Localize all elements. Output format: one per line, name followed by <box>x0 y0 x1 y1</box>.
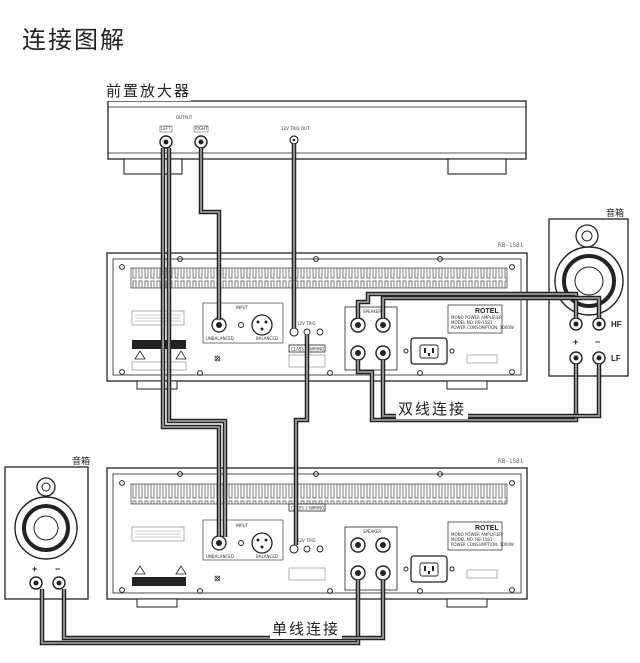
amp-bottom-info-plate <box>447 521 503 551</box>
amp-bottom-trigger-in <box>289 544 299 554</box>
speaker-right-minus-label: − <box>595 337 600 347</box>
amp-bottom-info-line: MODEL NO. RB-1581 <box>451 537 493 542</box>
amp-top-brand: ROTEL <box>475 308 499 315</box>
biwire-caption: 双线连接 <box>396 398 469 419</box>
amp-bottom-unbalanced-label: UNBALANCED <box>206 554 234 559</box>
amp-bottom-info-line: MONO POWER AMPLIFIER <box>451 532 502 537</box>
amp-bottom-vents <box>130 483 508 505</box>
amp-top-model: RB-1581 <box>498 242 524 249</box>
amp-top-info-line: POWER CONSUMPTION: 1000W <box>451 325 514 330</box>
amp-bottom-wiring-box <box>288 503 326 512</box>
cable-biwire <box>355 291 602 423</box>
amp-bottom-brand: ROTEL <box>475 525 499 532</box>
amp-top-trigger-label: 12V TRIG <box>297 321 316 326</box>
preamp-foot-left <box>123 158 183 175</box>
amp-top-warning-label <box>132 340 186 349</box>
speaker-right-label: 音箱 <box>606 209 625 219</box>
svg-text:⊠: ⊠ <box>214 354 221 363</box>
amp-bottom-speaker-panel <box>344 526 398 591</box>
speaker-left-minus-label: − <box>55 564 60 574</box>
amp-top-input-label: INPUT <box>236 305 249 310</box>
svg-text:⊠: ⊠ <box>214 574 221 583</box>
speaker-left-plus-label: + <box>32 564 37 574</box>
speaker-right-plus-label: + <box>573 337 578 347</box>
preamp-label: 前置放大器 <box>106 80 192 101</box>
amp-top-vents <box>130 267 508 289</box>
amp-top-trigger-in <box>289 327 299 337</box>
amp-top-speaker-panel <box>344 306 398 371</box>
amp-bottom-wiring-label: CLASS 2 WIRING <box>291 506 324 511</box>
amp-bottom-model: RB-1581 <box>498 458 524 465</box>
amp-top-info-plate <box>447 304 503 334</box>
amplifier-top: ⊠ <box>106 252 528 390</box>
amp-bottom-xlr-input <box>251 532 273 554</box>
cable-trigger-chain <box>291 144 310 545</box>
amp-bottom-input-label: INPUT <box>236 523 249 528</box>
amp-top-unbalanced-label: UNBALANCED <box>206 336 234 341</box>
preamp-trigger-label: 12V TRIG OUT <box>281 126 310 131</box>
speaker-right-lf-label: LF <box>611 354 621 363</box>
speaker-left <box>4 466 89 600</box>
amp-bottom-speaker-label: SPEAKER <box>363 529 381 534</box>
preamp-left-label: LEFT <box>161 126 171 131</box>
preamp-foot-right <box>447 158 507 175</box>
amplifier-bottom: ⊠ <box>106 467 528 608</box>
amp-bottom-info-line: POWER CONSUMPTION: 1000W <box>451 542 514 547</box>
single-wire-caption: 单线连接 <box>270 618 343 639</box>
amp-bottom-warning-label <box>132 577 186 586</box>
speaker-right-hf-label: HF <box>611 320 622 329</box>
speaker-left-label: 音箱 <box>72 457 91 467</box>
cable-preamp-left-to-amp-bottom <box>160 148 228 537</box>
amp-top-info-line: MONO POWER AMPLIFIER <box>451 315 502 320</box>
cable-single-wire <box>39 580 386 646</box>
amp-bottom-balanced-label: BALANCED <box>256 554 278 559</box>
amp-top-xlr-input <box>251 314 273 336</box>
cable-preamp-right-to-amp-top <box>198 148 222 320</box>
page-title: 连接图解 <box>22 26 126 54</box>
preamp-output-label: OUTPUT <box>176 115 193 120</box>
preamp-right-label: RIGHT <box>195 126 208 131</box>
amp-bottom-trigger-label: 12V TRIG <box>297 538 316 543</box>
amp-top-balanced-label: BALANCED <box>256 336 278 341</box>
amp-top-speaker-label: SPEAKER <box>363 309 381 314</box>
amp-top-info-line: MODEL NO. RB-1581 <box>451 320 493 325</box>
